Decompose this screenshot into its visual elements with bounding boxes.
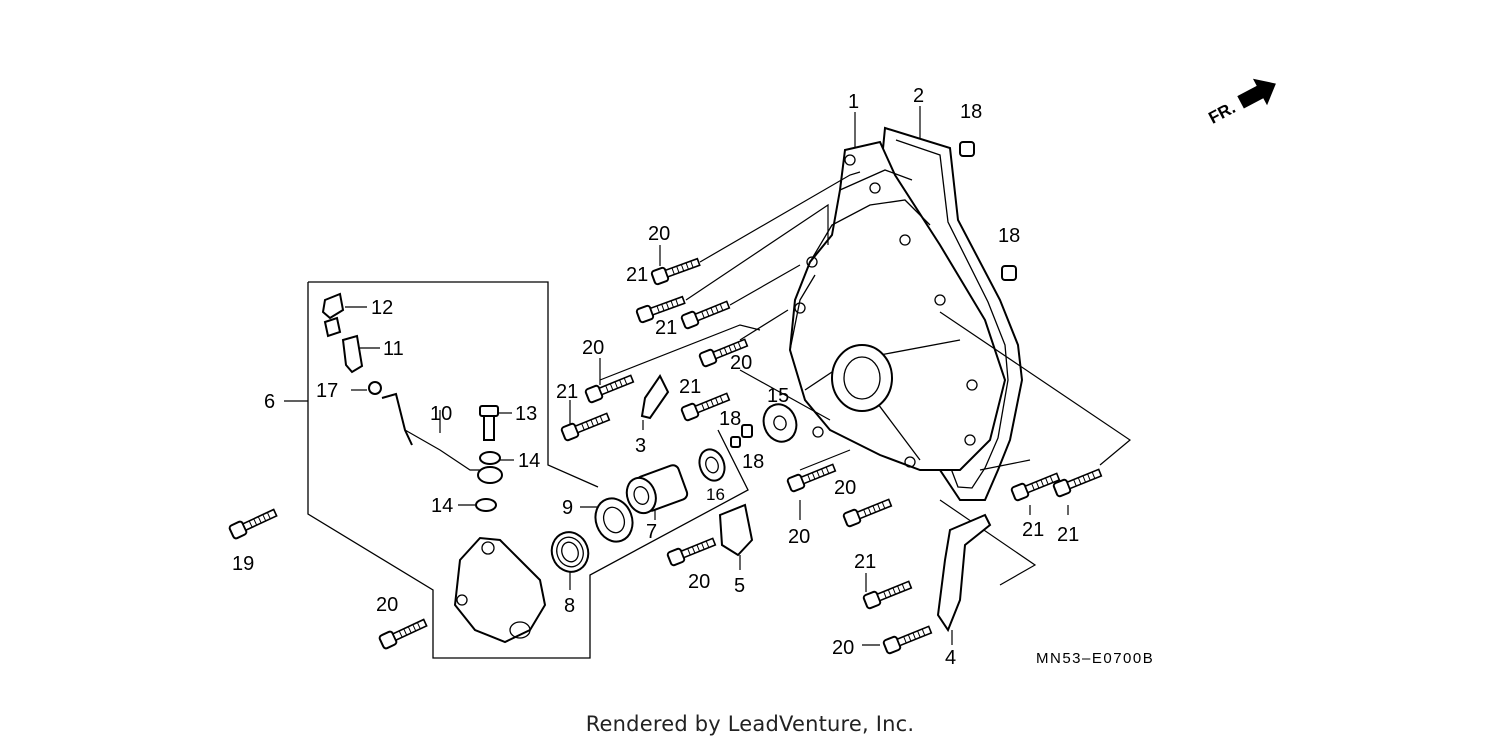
callout-21g: 21 — [854, 551, 876, 573]
callout-8: 8 — [564, 595, 575, 617]
assembly-frame — [284, 281, 749, 659]
callout-21f: 21 — [1057, 524, 1079, 546]
callout-20b: 20 — [582, 337, 604, 359]
pump-components — [550, 403, 798, 573]
footer-credit: Rendered by LeadVenture, Inc. — [585, 712, 915, 736]
leader-lines — [345, 106, 1069, 646]
callout-21d: 21 — [679, 376, 701, 398]
callout-20g: 20 — [376, 594, 398, 616]
callout-16: 16 — [706, 485, 725, 504]
sensor-parts — [321, 292, 992, 633]
callout-1: 1 — [848, 91, 859, 113]
callout-11: 11 — [383, 338, 404, 360]
callout-14b: 14 — [431, 495, 453, 517]
callout-6: 6 — [264, 391, 275, 413]
reference-lines — [599, 171, 1131, 586]
callout-21c: 21 — [556, 381, 578, 403]
callout-20h: 20 — [832, 637, 854, 659]
callout-21a: 21 — [626, 264, 648, 286]
callout-20e: 20 — [788, 526, 810, 548]
dowel-pin — [730, 141, 1017, 448]
callout-5: 5 — [734, 575, 745, 597]
callout-3: 3 — [635, 435, 646, 457]
callout-20a: 20 — [648, 223, 670, 245]
callout-9: 9 — [562, 497, 573, 519]
front-arrow-icon: FR. — [1205, 78, 1276, 128]
callout-20f: 20 — [688, 571, 710, 593]
callout-18d: 18 — [742, 451, 764, 473]
crankcase-cover — [788, 140, 1007, 471]
water-pump-housing — [453, 536, 547, 644]
callout-20d: 20 — [834, 477, 856, 499]
callout-19: 19 — [232, 553, 254, 575]
callout-4: 4 — [945, 647, 956, 669]
front-label: FR. — [1205, 98, 1238, 128]
callout-17: 17 — [316, 380, 338, 402]
callout-2: 2 — [913, 85, 924, 107]
callouts: 1 2 3 4 5 6 7 8 9 10 11 12 13 14 14 15 1… — [232, 85, 1079, 669]
callout-21b: 21 — [655, 317, 677, 339]
callout-12: 12 — [371, 297, 393, 319]
callout-21e: 21 — [1022, 519, 1044, 541]
callout-10: 10 — [430, 403, 452, 425]
callout-14a: 14 — [518, 450, 540, 472]
callout-7: 7 — [646, 521, 657, 543]
diagram-code: MN53–E0700B — [1036, 650, 1154, 667]
callout-13: 13 — [515, 403, 537, 425]
callout-18c: 18 — [719, 408, 741, 430]
callout-15: 15 — [767, 385, 789, 407]
callout-20c: 20 — [730, 352, 752, 374]
callout-18b: 18 — [998, 225, 1020, 247]
callout-18a: 18 — [960, 101, 982, 123]
